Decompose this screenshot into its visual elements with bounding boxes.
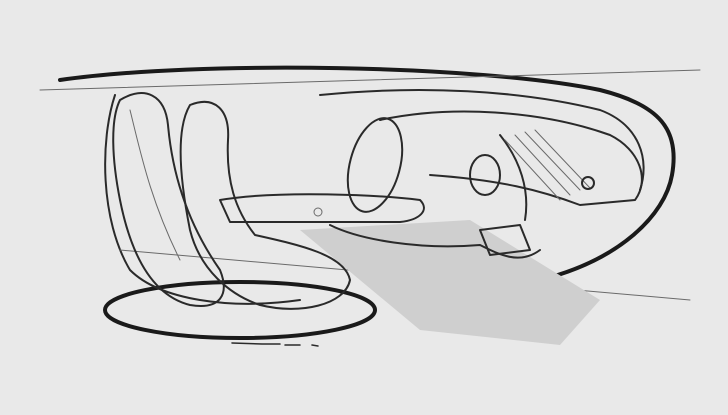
dashboard (379, 110, 643, 221)
floor-panel (300, 220, 600, 345)
front-seat (179, 100, 351, 310)
floor-ellipse (103, 280, 377, 340)
artist-signature (231, 342, 319, 347)
steering-wheel (346, 117, 404, 213)
center-console (219, 193, 531, 256)
rear-seat (112, 92, 225, 307)
